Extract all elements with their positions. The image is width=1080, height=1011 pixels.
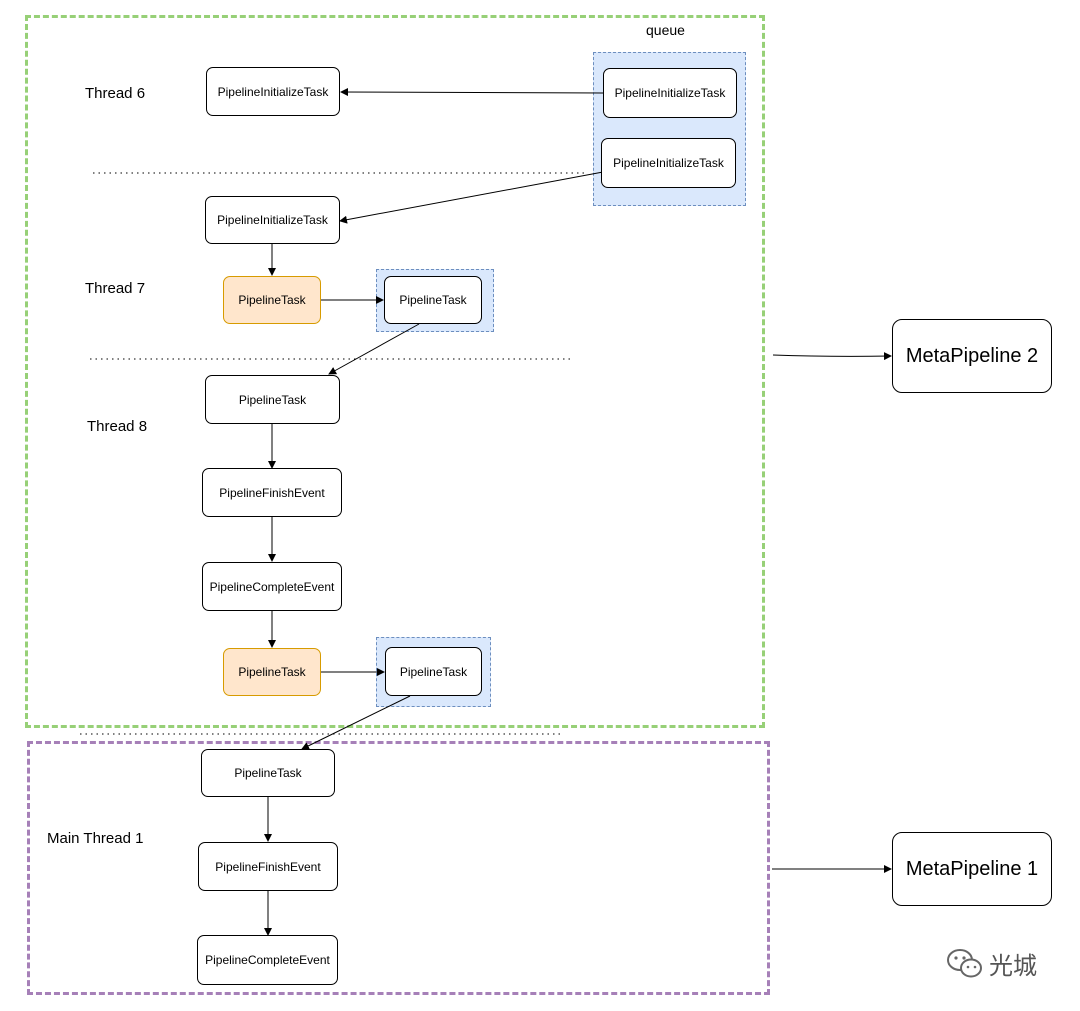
thread7-pipeline-task: PipelineTask [223,276,321,324]
thread6-label: Thread 6 [85,85,146,102]
thread6-initialize-task: PipelineInitializeTask [206,67,340,116]
thread7-label: Thread 7 [85,280,146,297]
main-thread-group [27,741,770,995]
arrow-group-to-metapipeline2 [772,352,892,361]
thread8-complete-event: PipelineCompleteEvent [202,562,342,611]
arrow-t8-queue-to-main [301,695,411,750]
metapipeline-2: MetaPipeline 2 [892,319,1052,393]
main-thread1-label: Main Thread 1 [47,830,144,847]
metapipeline-1: MetaPipeline 1 [892,832,1052,906]
thread8-pipeline-task: PipelineTask [205,375,340,424]
queue-initialize-task-2: PipelineInitializeTask [601,138,736,188]
watermark-text: 光城 [989,952,1037,980]
main-thread-complete-event: PipelineCompleteEvent [197,935,338,985]
thread7-initialize-task: PipelineInitializeTask [205,196,340,244]
arrow-queue-to-thread7 [339,171,604,224]
thread8-finish-event: PipelineFinishEvent [202,468,342,517]
thread8-label: Thread 8 [87,418,148,435]
watermark: 光城 [945,946,1037,981]
arrow-queue-to-thread6 [340,88,605,97]
thread-pool-group [25,15,765,728]
thread8-queued-pipeline-task: PipelineTask [385,647,482,696]
thread8-pipeline-task-2: PipelineTask [223,648,321,696]
arrow-t7-queue-to-t8 [328,323,420,375]
wechat-icon [947,948,982,977]
main-thread-pipeline-task: PipelineTask [201,749,335,797]
queue-initialize-task-1: PipelineInitializeTask [603,68,737,118]
queue-label: queue [646,22,685,38]
main-thread-finish-event: PipelineFinishEvent [198,842,338,891]
thread7-queued-pipeline-task: PipelineTask [384,276,482,324]
